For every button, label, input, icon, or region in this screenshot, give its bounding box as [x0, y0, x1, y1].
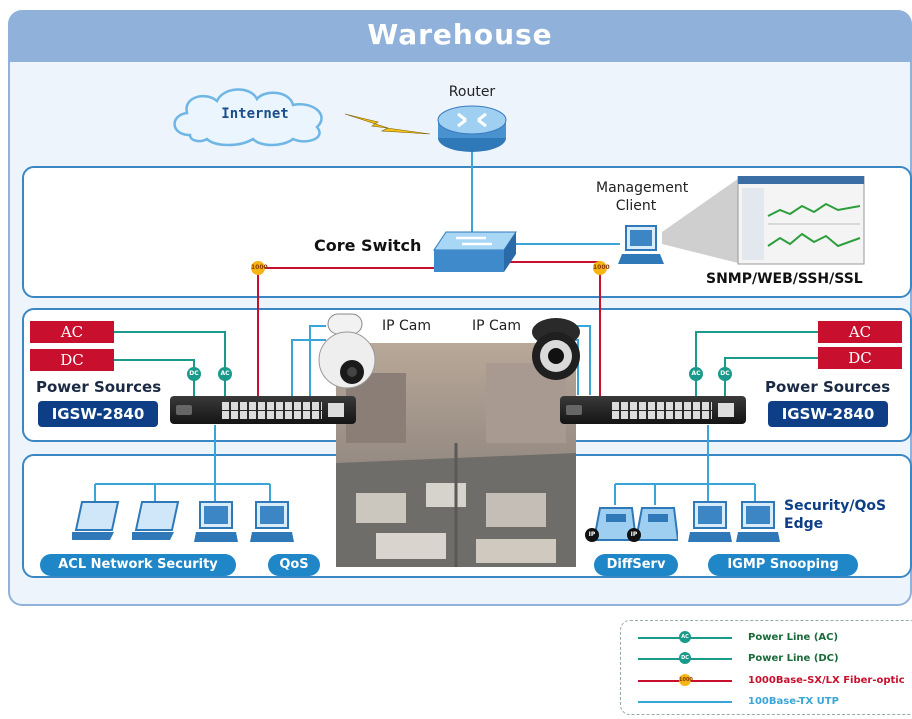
- power-dc-left: [112, 359, 195, 396]
- ac-source-right: AC: [818, 321, 902, 343]
- ipcam-right-icon: [532, 318, 580, 380]
- console-port-left: [176, 405, 192, 415]
- legend-dc-text: Power Line (DC): [748, 653, 839, 664]
- ip-badge: IP: [585, 528, 599, 542]
- desktop-pc-icon: [688, 501, 732, 542]
- sfp-slots-right: [718, 403, 734, 417]
- internet-label: Internet: [221, 106, 289, 122]
- legend: [620, 620, 912, 715]
- title-banner: [8, 10, 912, 64]
- ipcam-right-label: IP Cam: [472, 318, 522, 334]
- legend-ac-badge: AC: [679, 631, 691, 643]
- warehouse-photo: [336, 343, 576, 567]
- dc-source-right: DC: [818, 347, 902, 369]
- core-switch-label: Core Switch: [314, 236, 422, 255]
- ac-badge-right: AC: [689, 367, 703, 381]
- ac-badge-left: AC: [218, 367, 232, 381]
- ipcam-left-label: IP Cam: [382, 318, 432, 334]
- ip-badge: IP: [627, 528, 641, 542]
- router-label: Router: [448, 84, 496, 100]
- mgmt-label-line2: Client: [615, 198, 657, 214]
- edge-label-line2: Edge: [784, 516, 824, 532]
- feature-igmp: IGMP Snooping: [708, 554, 858, 576]
- port-row-top-right: [612, 402, 712, 410]
- mgmt-pc-icon: [618, 225, 664, 264]
- port-row-bottom-right: [612, 411, 712, 419]
- desktop-pc-icon: [250, 501, 294, 542]
- protocols-label: SNMP/WEB/SSH/SSL: [706, 271, 863, 287]
- router-icon: [437, 105, 507, 152]
- desktop-pc-icon: [736, 501, 780, 542]
- cam-link-left: [309, 325, 326, 405]
- laptop-icon: [72, 501, 120, 540]
- mgmt-label-line1: Management: [596, 180, 689, 196]
- power-dc-right: [724, 357, 818, 396]
- fiber-badge-right: 1000: [593, 261, 610, 275]
- dc-badge-right: DC: [718, 367, 732, 381]
- fiber-badge-left: 1000: [251, 261, 268, 275]
- laptop-icon: [132, 501, 180, 540]
- dc-badge-left: DC: [187, 367, 201, 381]
- power-sources-label-right: Power Sources: [765, 378, 891, 396]
- cam-link-right: [572, 325, 591, 395]
- internet-cloud-icon: [173, 88, 323, 147]
- igsw-switch-right: [560, 396, 746, 424]
- core-switch-icon: [433, 231, 517, 272]
- port-row-top-left: [222, 402, 322, 410]
- console-port-right: [566, 405, 582, 415]
- ip-phone-icon: [634, 507, 678, 541]
- legend-fiber-badge: 1000: [679, 674, 693, 686]
- edge-label-line1: Security/QoS: [784, 498, 887, 514]
- feature-diffserv: DiffServ: [594, 554, 678, 576]
- power-sources-label-left: Power Sources: [36, 378, 162, 396]
- page-title: Warehouse: [367, 18, 553, 51]
- wireless-link-bolt: [344, 113, 431, 135]
- mgmt-screen-preview: [662, 176, 865, 265]
- model-label-right: IGSW-2840: [768, 401, 888, 427]
- desktop-pc-icon: [194, 501, 238, 542]
- igsw-switch-left: [170, 396, 356, 424]
- port-row-bottom-left: [222, 411, 322, 419]
- feature-acl: ACL Network Security: [40, 554, 236, 576]
- ac-source-left: AC: [30, 321, 114, 343]
- sfp-slots-left: [328, 403, 344, 417]
- model-label-left: IGSW-2840: [38, 401, 158, 427]
- legend-ac-text: Power Line (AC): [748, 632, 839, 643]
- legend-fiber-text: 1000Base-SX/LX Fiber-optic: [748, 675, 905, 686]
- dc-source-left: DC: [30, 349, 114, 371]
- ipcam-left-icon: [318, 313, 376, 389]
- legend-utp-text: 100Base-TX UTP: [748, 696, 839, 707]
- legend-dc-badge: DC: [679, 652, 691, 664]
- feature-qos: QoS: [268, 554, 320, 576]
